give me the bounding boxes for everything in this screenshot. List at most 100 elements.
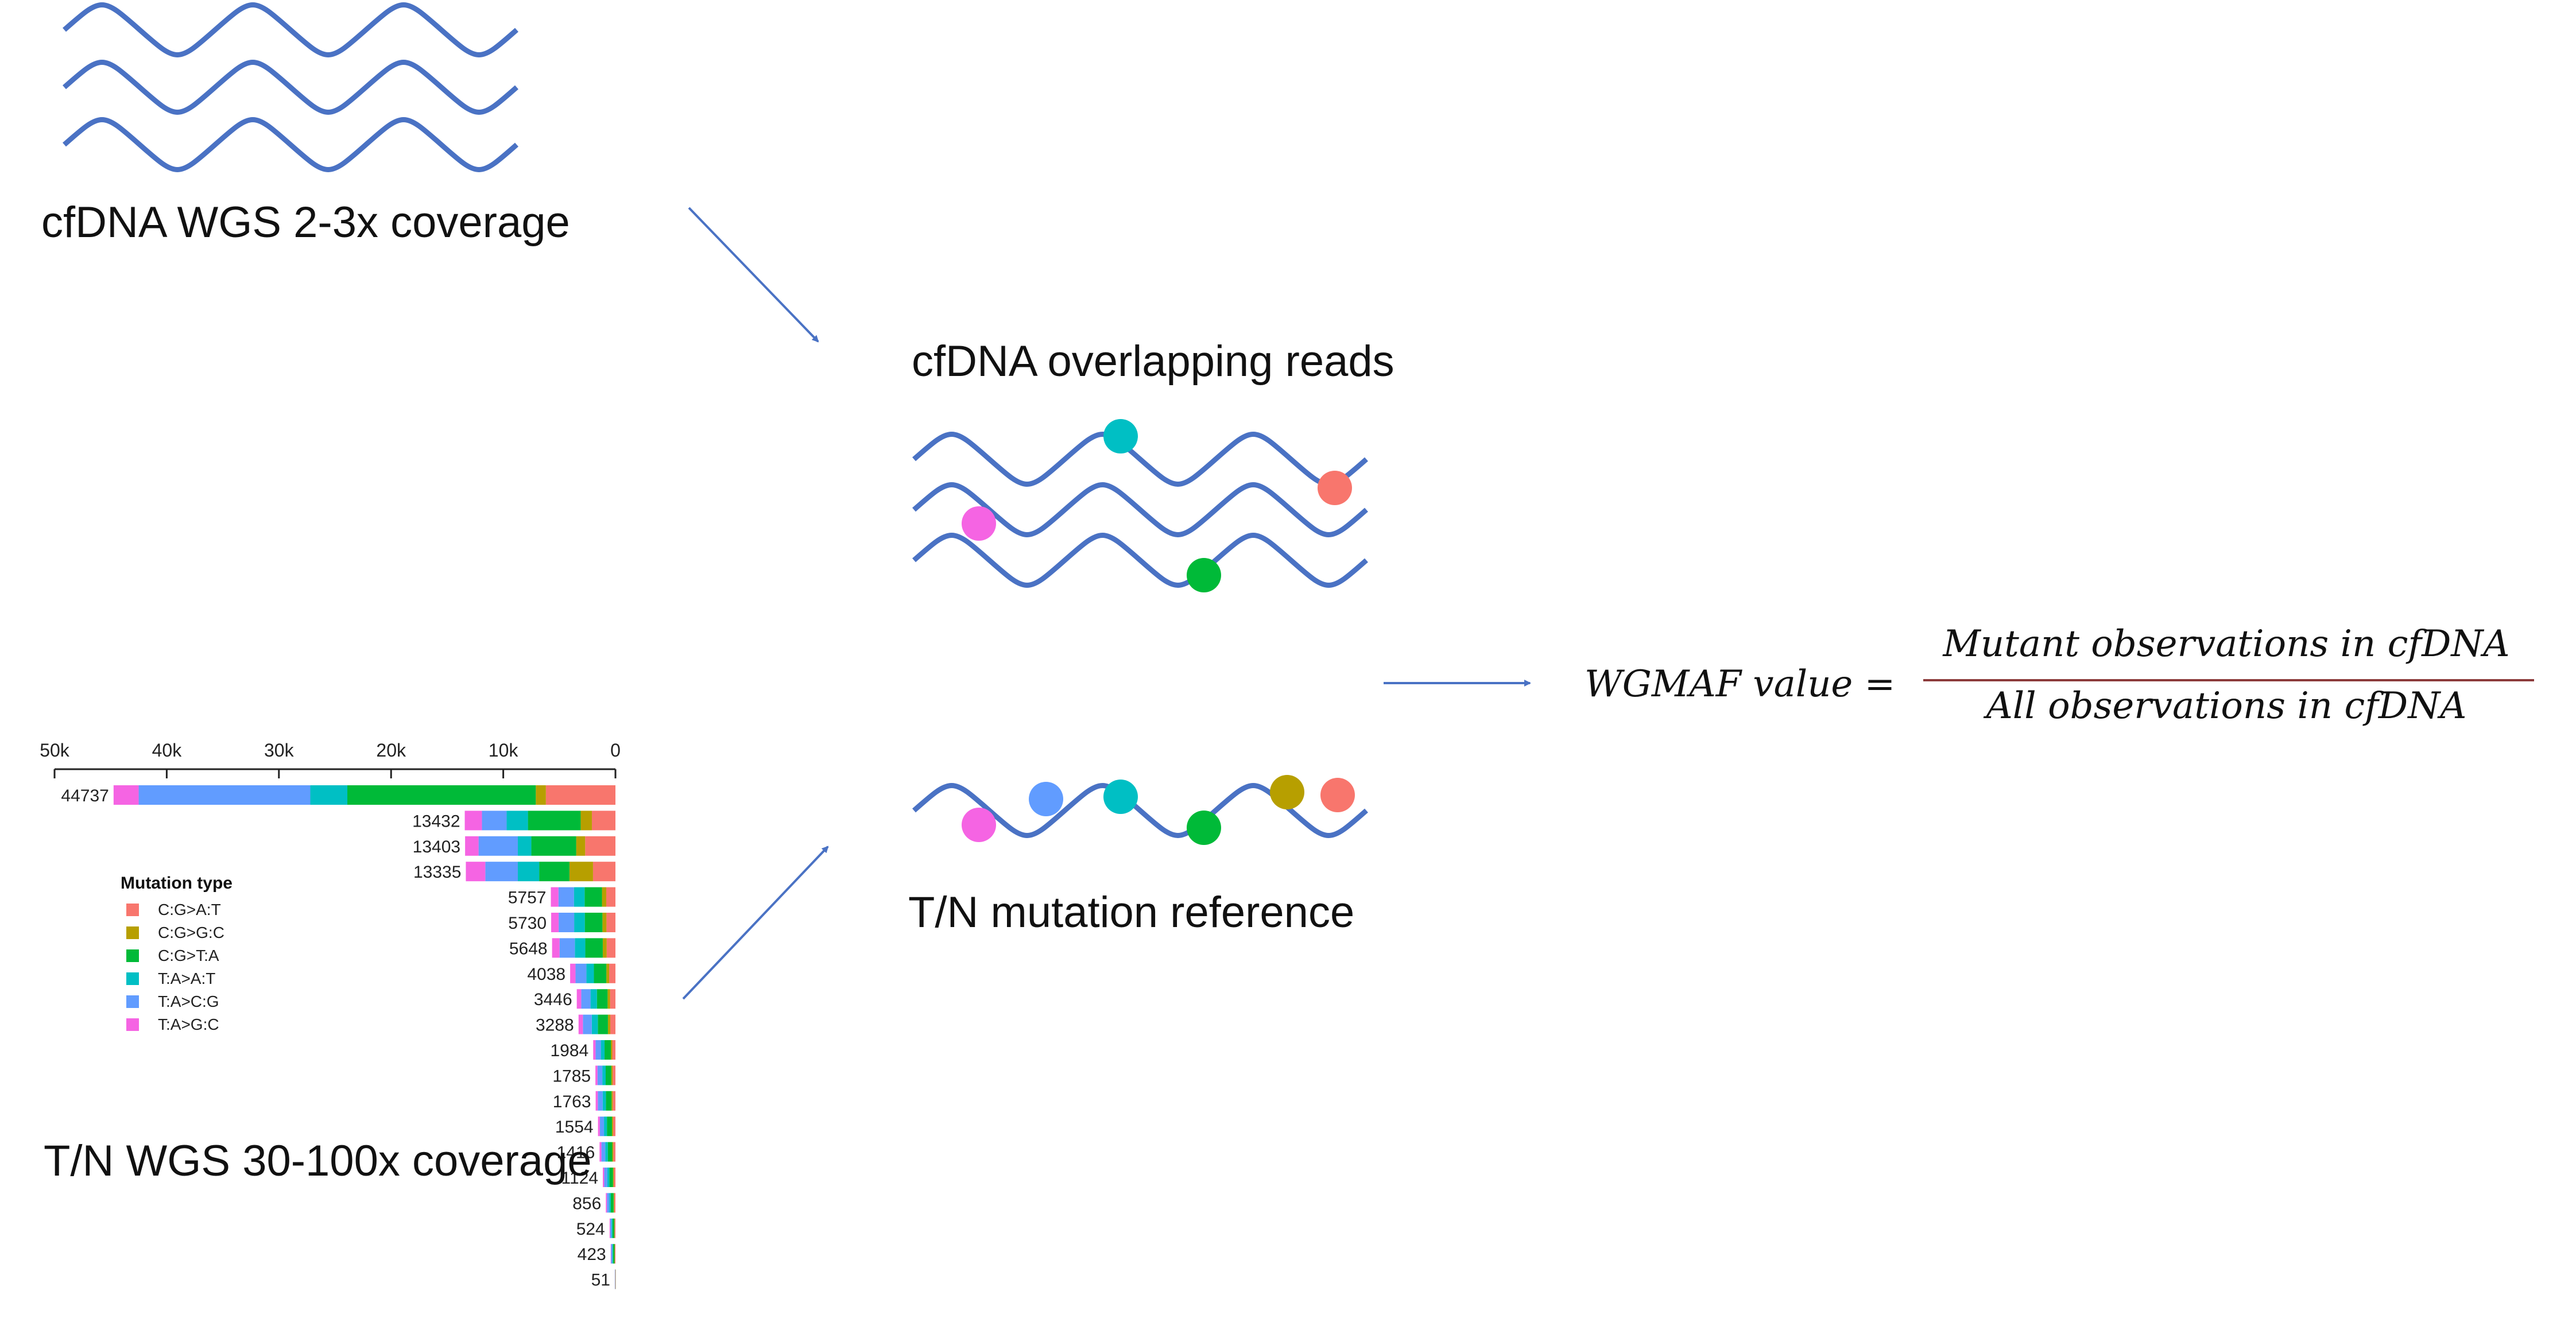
legend-entry: T:A>C:G bbox=[158, 992, 219, 1010]
x-tick-label: 10k bbox=[489, 740, 519, 761]
mutation-dot bbox=[1187, 558, 1221, 592]
bar-segment bbox=[536, 785, 546, 805]
formula-lhs: WGMAF value = bbox=[1585, 663, 1896, 705]
bar-segment bbox=[609, 963, 615, 983]
bar-segment bbox=[609, 1193, 611, 1213]
bar-segment bbox=[578, 1014, 583, 1034]
bar-segment bbox=[580, 811, 592, 831]
bar-segment bbox=[614, 1244, 615, 1264]
bar-segment bbox=[593, 1040, 596, 1060]
bar-segment bbox=[606, 887, 615, 907]
legend-entry: T:A>G:C bbox=[158, 1015, 219, 1033]
cfdna-overlapping-reads-label: cfDNA overlapping reads bbox=[912, 337, 1394, 386]
bar-total-label: 1124 bbox=[561, 1169, 599, 1188]
bar-segment bbox=[569, 862, 593, 882]
bar-total-label: 1763 bbox=[553, 1092, 591, 1111]
bar-segment bbox=[592, 862, 615, 882]
bar-segment bbox=[610, 1218, 612, 1238]
bar-segment bbox=[574, 913, 585, 932]
x-tick-label: 40k bbox=[152, 740, 183, 761]
mutation-dot bbox=[1103, 419, 1138, 453]
bar-segment bbox=[585, 938, 603, 958]
bar-segment bbox=[610, 1014, 615, 1034]
bar-total-label: 1554 bbox=[555, 1118, 594, 1137]
legend-swatch bbox=[126, 1018, 139, 1031]
bar-segment bbox=[607, 1142, 613, 1162]
bar-segment bbox=[613, 1142, 615, 1162]
bar-segment bbox=[611, 1244, 613, 1264]
x-tick-label: 0 bbox=[610, 740, 621, 761]
bar-total-label: 1984 bbox=[550, 1041, 588, 1060]
bar-total-label: 13432 bbox=[412, 812, 460, 831]
arrow-tn-to-reference bbox=[682, 846, 829, 1000]
bar-segment bbox=[610, 1193, 614, 1213]
bar-segment bbox=[539, 862, 570, 882]
bar-segment bbox=[607, 1168, 610, 1187]
bar-segment bbox=[591, 1014, 598, 1034]
bar-segment bbox=[614, 1193, 615, 1213]
arrow-cfdna-to-overlap bbox=[688, 207, 819, 343]
bar-segment bbox=[615, 1269, 616, 1289]
bar-segment bbox=[605, 1142, 608, 1162]
bar-segment bbox=[595, 1065, 598, 1085]
legend-entry: C:G>G:C bbox=[158, 924, 224, 941]
bar-segment bbox=[482, 811, 507, 831]
bar-segment bbox=[606, 913, 615, 932]
bar-segment bbox=[595, 1091, 598, 1111]
reference-mutation-dot bbox=[1103, 780, 1138, 814]
legend-swatch bbox=[126, 995, 139, 1008]
bar-segment bbox=[466, 862, 486, 882]
bar-segment bbox=[591, 811, 615, 831]
bar-segment bbox=[347, 785, 536, 805]
bar-segment bbox=[603, 1168, 605, 1187]
bar-segment bbox=[584, 887, 602, 907]
bar-segment bbox=[602, 1065, 606, 1085]
bar-segment bbox=[465, 836, 479, 856]
bar-segment bbox=[607, 1116, 612, 1137]
bar-segment bbox=[585, 836, 615, 856]
x-tick-label: 30k bbox=[264, 740, 295, 761]
bar-segment bbox=[612, 1244, 613, 1264]
dna-read-strand bbox=[912, 432, 1368, 487]
bar-segment bbox=[596, 989, 608, 1009]
reference-mutation-dot bbox=[1270, 775, 1304, 809]
x-tick-label: 50k bbox=[40, 740, 70, 761]
formula-numerator: Mutant observations in cfDNA bbox=[1943, 623, 2510, 665]
legend-swatch bbox=[126, 926, 139, 939]
bar-segment bbox=[613, 1091, 615, 1111]
reference-mutation-dot bbox=[962, 808, 996, 842]
bar-segment bbox=[611, 1116, 613, 1137]
bar-segment bbox=[528, 811, 581, 831]
bar-segment bbox=[607, 1193, 610, 1213]
bar-segment bbox=[602, 913, 607, 932]
bar-segment bbox=[574, 887, 585, 907]
bar-segment bbox=[464, 811, 482, 831]
bar-segment bbox=[598, 1014, 608, 1034]
reference-strand bbox=[912, 783, 1368, 838]
cfdna-wgs-label: cfDNA WGS 2-3x coverage bbox=[41, 198, 570, 247]
legend-entry: C:G>T:A bbox=[158, 947, 219, 964]
bar-segment bbox=[583, 1014, 592, 1034]
legend-title: Mutation type bbox=[121, 874, 233, 893]
bar-total-label: 44737 bbox=[61, 786, 109, 805]
bar-total-label: 5648 bbox=[509, 939, 548, 958]
bar-total-label: 5730 bbox=[508, 914, 547, 933]
tn-mutation-reference-icon bbox=[912, 775, 1368, 845]
bar-segment bbox=[584, 913, 603, 932]
reference-mutation-dot bbox=[1029, 782, 1063, 816]
bar-segment bbox=[551, 887, 559, 907]
bar-segment bbox=[138, 785, 311, 805]
bar-segment bbox=[610, 1040, 613, 1060]
bar-segment bbox=[611, 1065, 613, 1085]
bar-segment bbox=[570, 963, 576, 983]
bar-segment bbox=[552, 938, 560, 958]
bar-total-label: 13403 bbox=[413, 838, 460, 856]
bar-segment bbox=[545, 785, 615, 805]
bar-segment bbox=[613, 1244, 615, 1264]
bar-segment bbox=[601, 1040, 605, 1060]
bar-segment bbox=[518, 862, 540, 882]
bar-segment bbox=[604, 1116, 607, 1137]
bar-total-label: 13335 bbox=[413, 863, 461, 882]
bar-segment bbox=[598, 1116, 600, 1137]
bar-total-label: 1785 bbox=[552, 1067, 591, 1085]
